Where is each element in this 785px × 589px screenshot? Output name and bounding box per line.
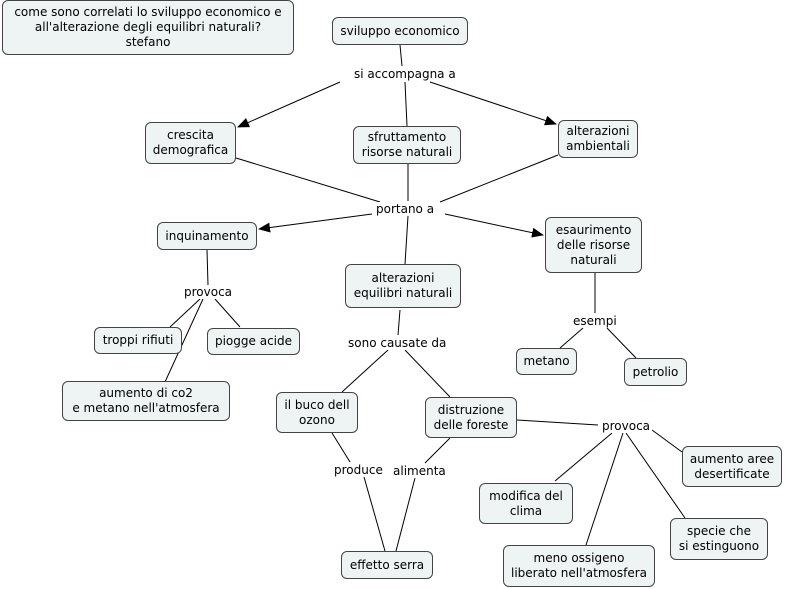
link — [237, 81, 341, 128]
link — [444, 213, 544, 238]
link — [164, 298, 204, 383]
link — [585, 432, 624, 546]
node-sfruttamento-risorse[interactable]: sfruttamento risorse naturali — [353, 126, 461, 164]
node-crescita-demografica[interactable]: crescita demografica — [145, 122, 236, 164]
node-metano[interactable]: metano — [516, 348, 577, 375]
label-provoca-distruzione: provoca — [600, 419, 653, 433]
link — [258, 213, 373, 233]
link — [439, 154, 559, 203]
node-buco-ozono[interactable]: il buco dell ozono — [276, 392, 358, 433]
node-inquinamento[interactable]: inquinamento — [157, 222, 257, 250]
node-sviluppo-economico[interactable]: sviluppo economico — [332, 17, 468, 45]
link — [625, 432, 686, 519]
link — [424, 437, 451, 464]
node-distruzione-foreste[interactable]: distruzione delle foreste — [425, 397, 517, 438]
node-troppi-rifiuti[interactable]: troppi rifiuti — [94, 327, 182, 354]
node-modifica-clima[interactable]: modifica del clima — [479, 483, 573, 524]
label-esempi: esempi — [571, 314, 619, 328]
link — [169, 298, 201, 328]
label-alimenta: alimenta — [391, 464, 448, 478]
node-meno-ossigeno[interactable]: meno ossigeno liberato nell'atmosfera — [503, 545, 655, 587]
link — [559, 327, 584, 349]
link — [331, 432, 351, 463]
label-si-accompagna-a: si accompagna a — [352, 67, 458, 81]
node-specie-estinguono[interactable]: specie che si estinguono — [670, 518, 768, 560]
link — [397, 309, 401, 336]
node-petrolio[interactable]: petrolio — [624, 358, 687, 386]
node-aumento-co2[interactable]: aumento di co2 e metano nell'atmosfera — [62, 381, 230, 421]
node-alterazioni-equilibri[interactable]: alterazioni equilibri naturali — [345, 264, 461, 308]
label-produce: produce — [332, 463, 385, 477]
link — [363, 476, 386, 552]
link — [404, 215, 409, 265]
node-alterazioni-ambientali[interactable]: alterazioni ambientali — [558, 120, 638, 158]
node-piogge-acide[interactable]: piogge acide — [207, 328, 300, 355]
link — [516, 419, 599, 426]
label-portano-a: portano a — [374, 202, 437, 216]
link — [606, 327, 637, 359]
link — [399, 44, 403, 67]
link — [404, 349, 451, 398]
link — [404, 81, 408, 127]
link — [429, 81, 557, 126]
link — [395, 477, 416, 552]
node-effetto-serra[interactable]: effetto serra — [341, 551, 433, 579]
label-sono-causate-da: sono causate da — [346, 336, 449, 350]
link — [651, 429, 683, 453]
label-provoca-inquinamento: provoca — [182, 285, 235, 299]
link — [235, 157, 381, 203]
link — [341, 349, 389, 393]
link — [554, 432, 613, 482]
link — [214, 298, 241, 328]
link — [206, 249, 209, 286]
node-aumento-aree[interactable]: aumento aree desertificate — [682, 446, 782, 487]
title-box: come sono correlati lo sviluppo economic… — [2, 0, 294, 55]
node-esaurimento-risorse[interactable]: esaurimento delle risorse naturali — [545, 217, 642, 273]
